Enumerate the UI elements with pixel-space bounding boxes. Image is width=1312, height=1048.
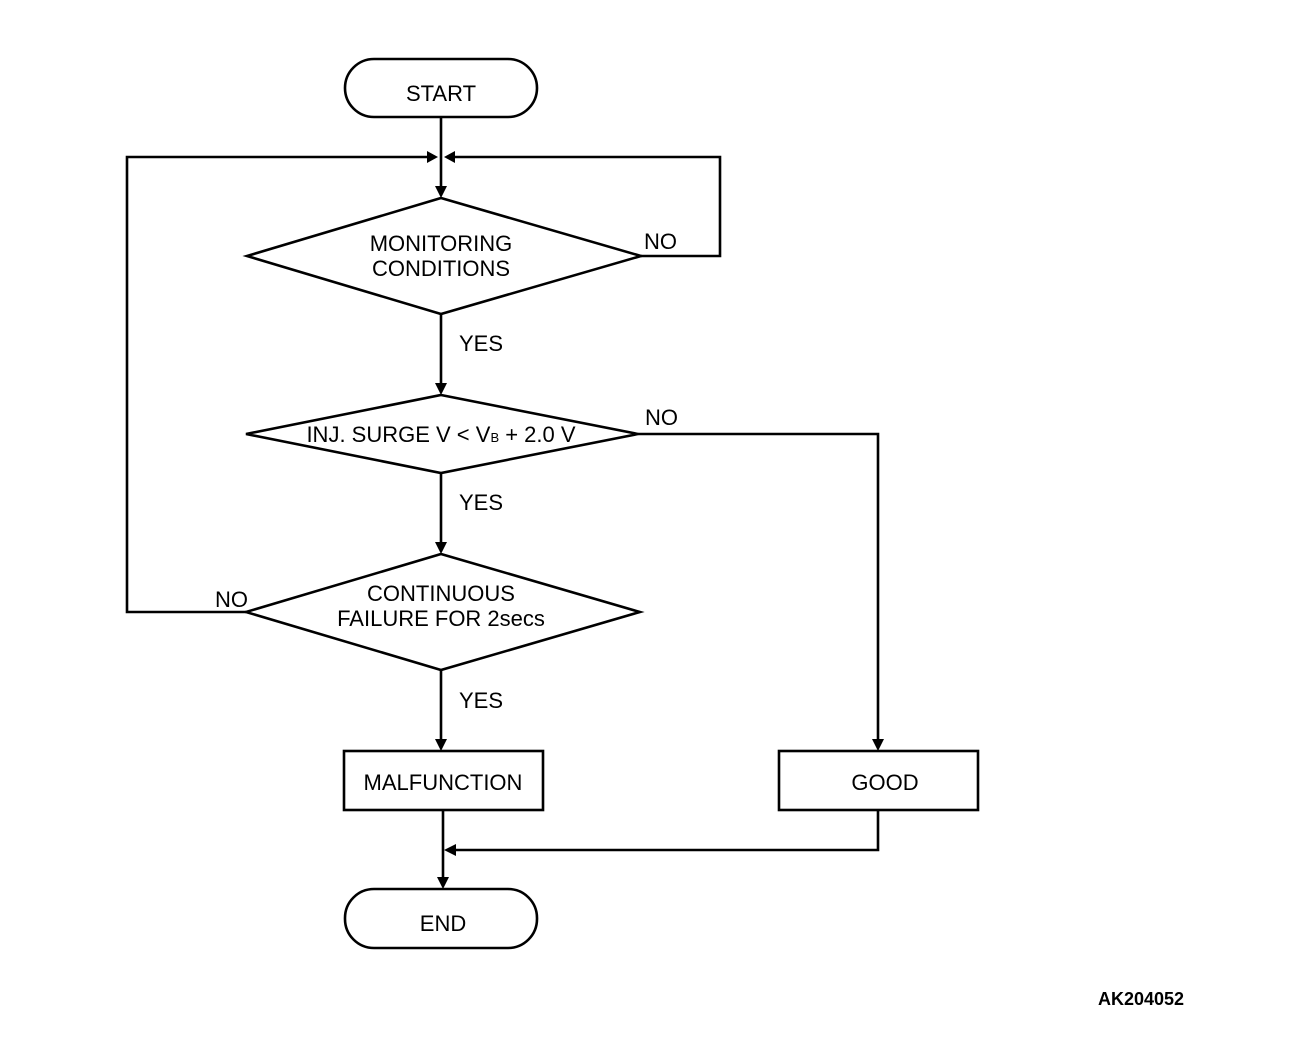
arrowhead-into-surge	[435, 383, 447, 395]
monitoring-no-label: NO	[644, 229, 677, 254]
start-label: START	[406, 81, 476, 106]
arrowhead-into-monitoring	[435, 186, 447, 198]
arrowhead-into-end	[437, 877, 449, 889]
figure-reference-code: AK204052	[1098, 989, 1184, 1009]
monitoring-label-line1: MONITORING	[370, 231, 513, 256]
good-label: GOOD	[851, 770, 918, 795]
surge-no-label: NO	[645, 405, 678, 430]
arrowhead-monitoring-no	[444, 151, 455, 163]
surge-yes-label: YES	[459, 490, 503, 515]
continuous-label-line1: CONTINUOUS	[367, 581, 515, 606]
monitoring-no-loop	[452, 155, 722, 258]
arrowhead-into-good	[872, 739, 884, 751]
continuous-no-loop	[125, 155, 430, 614]
monitoring-label-line2: CONDITIONS	[372, 256, 510, 281]
surge-label: INJ. SURGE V < VB + 2.0 V	[306, 422, 575, 447]
arrowhead-into-continuous	[435, 542, 447, 554]
arrowhead-continuous-no	[427, 151, 438, 163]
good-box	[777, 749, 980, 812]
continuous-no-label: NO	[215, 587, 248, 612]
malfunction-label: MALFUNCTION	[364, 770, 523, 795]
arrowhead-good-merge	[444, 844, 456, 856]
surge-no-connector	[638, 432, 880, 740]
end-label: END	[420, 911, 466, 936]
good-to-end-connector	[455, 810, 880, 852]
continuous-yes-label: YES	[459, 688, 503, 713]
monitoring-yes-label: YES	[459, 331, 503, 356]
malfunction-box	[342, 749, 545, 812]
end-terminal	[343, 887, 539, 950]
continuous-label-line2: FAILURE FOR 2secs	[337, 606, 545, 631]
arrowhead-into-malfunction	[435, 739, 447, 751]
